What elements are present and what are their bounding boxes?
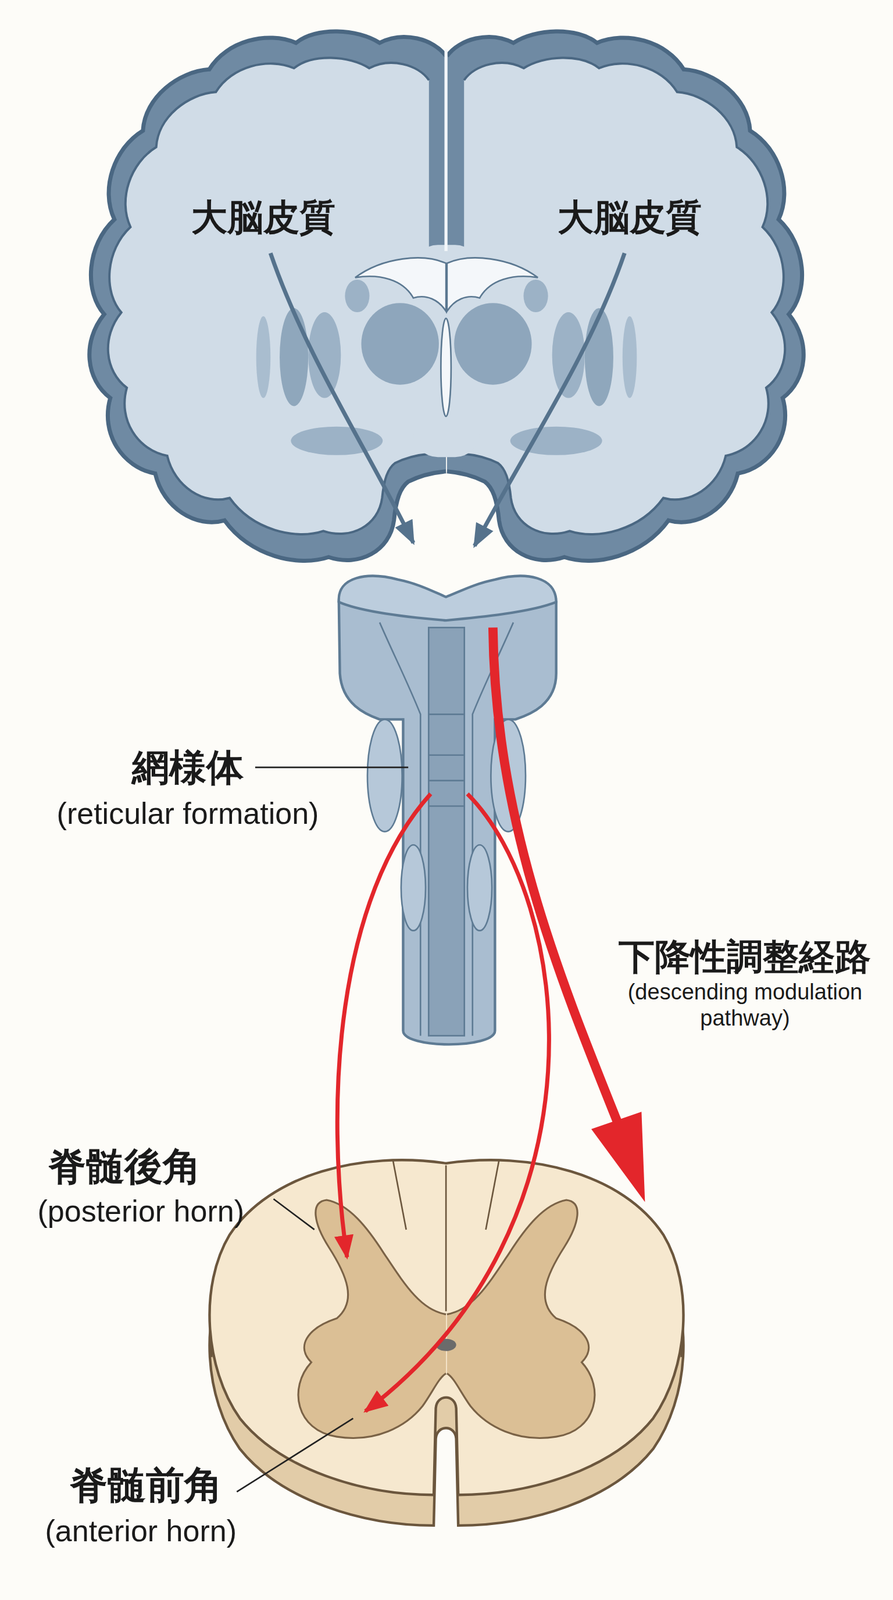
gray-matter-left [298,1199,446,1438]
structure-label-english: (posterior horn) [37,1192,245,1230]
pyramid [467,844,492,931]
structure-label: 脊髄後角 [47,1143,202,1190]
posterior-horn-arrow [337,793,431,1257]
pathway-label: 下降性調整経路 [618,935,871,979]
pyramid [401,844,426,931]
right-hemisphere [447,31,804,562]
descending-pathway-shaft [493,627,619,1125]
segment-line [428,713,464,716]
structure-label-english: (anterior horn) [45,1512,237,1549]
cortical-arrow [474,252,625,546]
descending-pathway-head [591,1111,645,1202]
dorsal-column-line [393,1160,407,1230]
gray-matter-outline [447,1199,595,1438]
structure-label: 網様体 [131,745,244,791]
third-ventricle [440,318,452,417]
pathway-label-english: (descending modulation pathway) [611,979,879,1032]
reticular-core [428,627,464,1036]
left-hemisphere [89,31,446,562]
leader-line [255,766,409,769]
segment-line [428,805,464,807]
olive [367,719,403,832]
structure-label-english: (reticular formation) [56,795,320,832]
dorsal-column-line [486,1160,500,1230]
midbrain-top [338,576,557,621]
segment-line [428,754,464,756]
cortical-arrow [270,252,414,543]
longitudinal-fissure [444,48,448,252]
anterior-horn-arrow [365,793,549,1412]
region-label: 大脳皮質 [191,195,336,239]
gray-matter-right [447,1199,595,1438]
posterior-median-sulcus [445,1165,448,1312]
cord-face [209,1159,684,1495]
structure-label: 脊髄前角 [69,1462,223,1509]
brainstem [338,602,557,1045]
region-label: 大脳皮質 [557,195,702,239]
segment-line [428,779,464,782]
gray-matter-outline [298,1199,446,1438]
leader-line [236,1418,353,1492]
leader-line [273,1198,315,1230]
